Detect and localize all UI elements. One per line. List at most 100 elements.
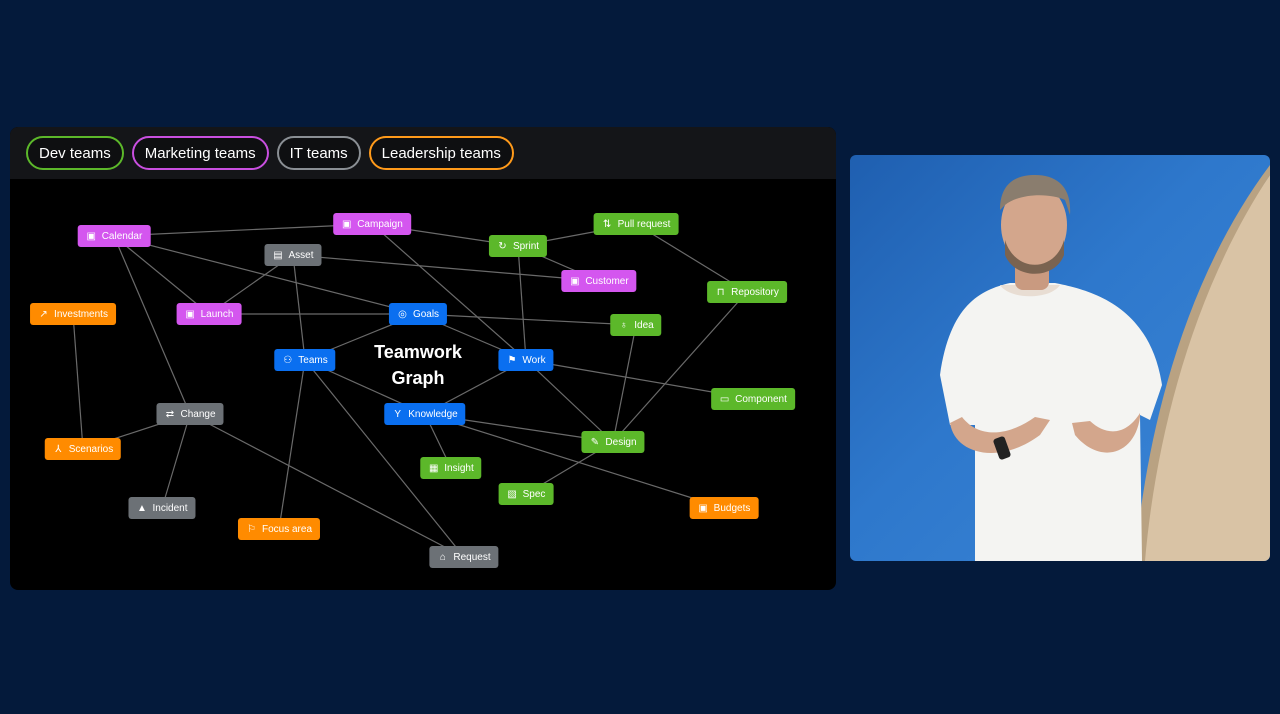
node-label: Asset xyxy=(288,249,314,261)
node-label: Focus area xyxy=(261,523,313,535)
node-component[interactable]: ▭ Component xyxy=(711,388,795,410)
edge-knowledge-budgets xyxy=(424,413,725,509)
edge-teams-request xyxy=(304,359,465,558)
sprint-icon: ↻ xyxy=(498,240,507,252)
hierarchy-icon: ⅄ xyxy=(55,443,62,455)
node-campaign[interactable]: ▣ Campaign xyxy=(333,213,411,235)
node-calendar[interactable]: ▣ Calendar xyxy=(77,225,151,247)
node-label: Customer xyxy=(585,275,629,287)
edge-asset-customer xyxy=(292,254,600,282)
node-design[interactable]: ✎ Design xyxy=(581,431,645,453)
document-icon: ▣ xyxy=(570,275,580,287)
node-label: Change xyxy=(180,408,216,420)
node-pullrequest[interactable]: ⇅ Pull request xyxy=(593,213,679,235)
edge-calendar-launch xyxy=(113,235,210,315)
node-teams[interactable]: ⚇Teams xyxy=(274,349,336,371)
node-label: Work xyxy=(522,354,546,366)
node-label: Component xyxy=(735,393,787,405)
node-label: Incident xyxy=(152,502,188,514)
node-label: Repository xyxy=(731,286,779,298)
document-icon: ▣ xyxy=(86,230,96,242)
warning-icon: ▲ xyxy=(137,502,147,514)
node-insight[interactable]: ▦ Insight xyxy=(420,457,482,479)
node-label: Request xyxy=(453,551,491,563)
edge-calendar-change xyxy=(113,235,191,415)
node-investments[interactable]: ↗ Investments xyxy=(30,303,116,325)
node-label: Goals xyxy=(412,308,440,320)
node-label: Sprint xyxy=(512,240,540,252)
filter-it-teams[interactable]: IT teams xyxy=(276,136,361,170)
target-icon: ◎ xyxy=(398,308,407,320)
insight-icon: ▦ xyxy=(429,462,439,474)
node-label: Spec xyxy=(522,488,546,500)
graph-title-line2: Graph xyxy=(391,368,445,388)
node-focusarea[interactable]: ⚐ Focus area xyxy=(237,518,321,540)
edge-calendar-campaign xyxy=(113,223,373,237)
speaker-image xyxy=(940,155,1270,561)
node-label: Design xyxy=(605,436,637,448)
bell-icon: ⌂ xyxy=(439,551,446,563)
team-filter-bar: Dev teams Marketing teams IT teams Leade… xyxy=(10,127,836,179)
node-customer[interactable]: ▣ Customer xyxy=(561,270,637,292)
node-budgets[interactable]: ▣ Budgets xyxy=(689,497,759,519)
node-work[interactable]: ⚑ Work xyxy=(498,349,554,371)
node-label: Pull request xyxy=(617,218,671,230)
node-sprint[interactable]: ↻ Sprint xyxy=(488,235,548,257)
node-scenarios[interactable]: ⅄ Scenarios xyxy=(44,438,122,460)
edge-change-request xyxy=(189,413,465,558)
design-icon: ✎ xyxy=(590,436,600,448)
edge-pullrequest-repository xyxy=(635,223,748,293)
node-label: Knowledge xyxy=(408,408,458,420)
document-icon: ▣ xyxy=(341,218,352,230)
node-idea[interactable]: ♁ Idea xyxy=(610,314,662,336)
node-incident[interactable]: ▲ Incident xyxy=(128,497,196,519)
document-icon: ▣ xyxy=(185,308,195,320)
chart-icon: ↗ xyxy=(39,308,48,320)
edge-change-incident xyxy=(161,413,191,509)
node-label: Launch xyxy=(200,308,234,320)
node-launch[interactable]: ▣ Launch xyxy=(176,303,242,325)
box-icon: ▤ xyxy=(273,249,283,261)
repository-icon: ⊓ xyxy=(716,286,725,298)
wallet-icon: ▣ xyxy=(698,502,708,514)
spec-icon: ▧ xyxy=(507,488,517,500)
edge-calendar-goals xyxy=(113,235,419,315)
pull-request-icon: ⇅ xyxy=(602,218,612,230)
flag-icon: ⚐ xyxy=(247,523,256,535)
node-label: Campaign xyxy=(357,218,403,230)
component-icon: ▭ xyxy=(719,393,730,405)
node-label: Calendar xyxy=(101,230,143,242)
node-change[interactable]: ⇄ Change xyxy=(156,403,224,425)
lightbulb-icon: ♁ xyxy=(620,319,628,331)
node-label: Idea xyxy=(634,319,654,331)
node-label: Budgets xyxy=(713,502,751,514)
node-goals[interactable]: ◎ Goals xyxy=(388,303,448,325)
graph-title-line1: Teamwork xyxy=(374,342,462,362)
node-label: Scenarios xyxy=(68,443,114,455)
node-label: Insight xyxy=(444,462,474,474)
edge-asset-teams xyxy=(292,254,306,361)
branch-icon: Y xyxy=(394,408,402,420)
filter-marketing-teams[interactable]: Marketing teams xyxy=(131,136,269,170)
work-icon: ⚑ xyxy=(507,354,517,366)
filter-dev-teams[interactable]: Dev teams xyxy=(26,136,124,170)
node-knowledge[interactable]: Y Knowledge xyxy=(384,403,466,425)
swap-icon: ⇄ xyxy=(165,408,175,420)
edge-sprint-work xyxy=(517,245,527,361)
speaker-video xyxy=(850,155,1270,561)
edge-teams-focusarea xyxy=(278,359,306,530)
graph-title: Teamwork Graph xyxy=(374,339,462,391)
node-spec[interactable]: ▧ Spec xyxy=(498,483,554,505)
filter-leadership-teams[interactable]: Leadership teams xyxy=(368,136,514,170)
edge-campaign-work xyxy=(371,223,527,361)
edge-goals-idea xyxy=(417,313,637,326)
edge-repository-design xyxy=(612,291,748,443)
node-request[interactable]: ⌂ Request xyxy=(429,546,499,568)
node-label: Investments xyxy=(54,308,108,320)
node-label: Teams xyxy=(298,354,328,366)
edge-idea-design xyxy=(612,324,637,443)
node-asset[interactable]: ▤ Asset xyxy=(264,244,322,266)
presentation-slide: Dev teams Marketing teams IT teams Leade… xyxy=(10,127,836,590)
edge-work-design xyxy=(525,359,614,443)
node-repository[interactable]: ⊓ Repository xyxy=(707,281,787,303)
